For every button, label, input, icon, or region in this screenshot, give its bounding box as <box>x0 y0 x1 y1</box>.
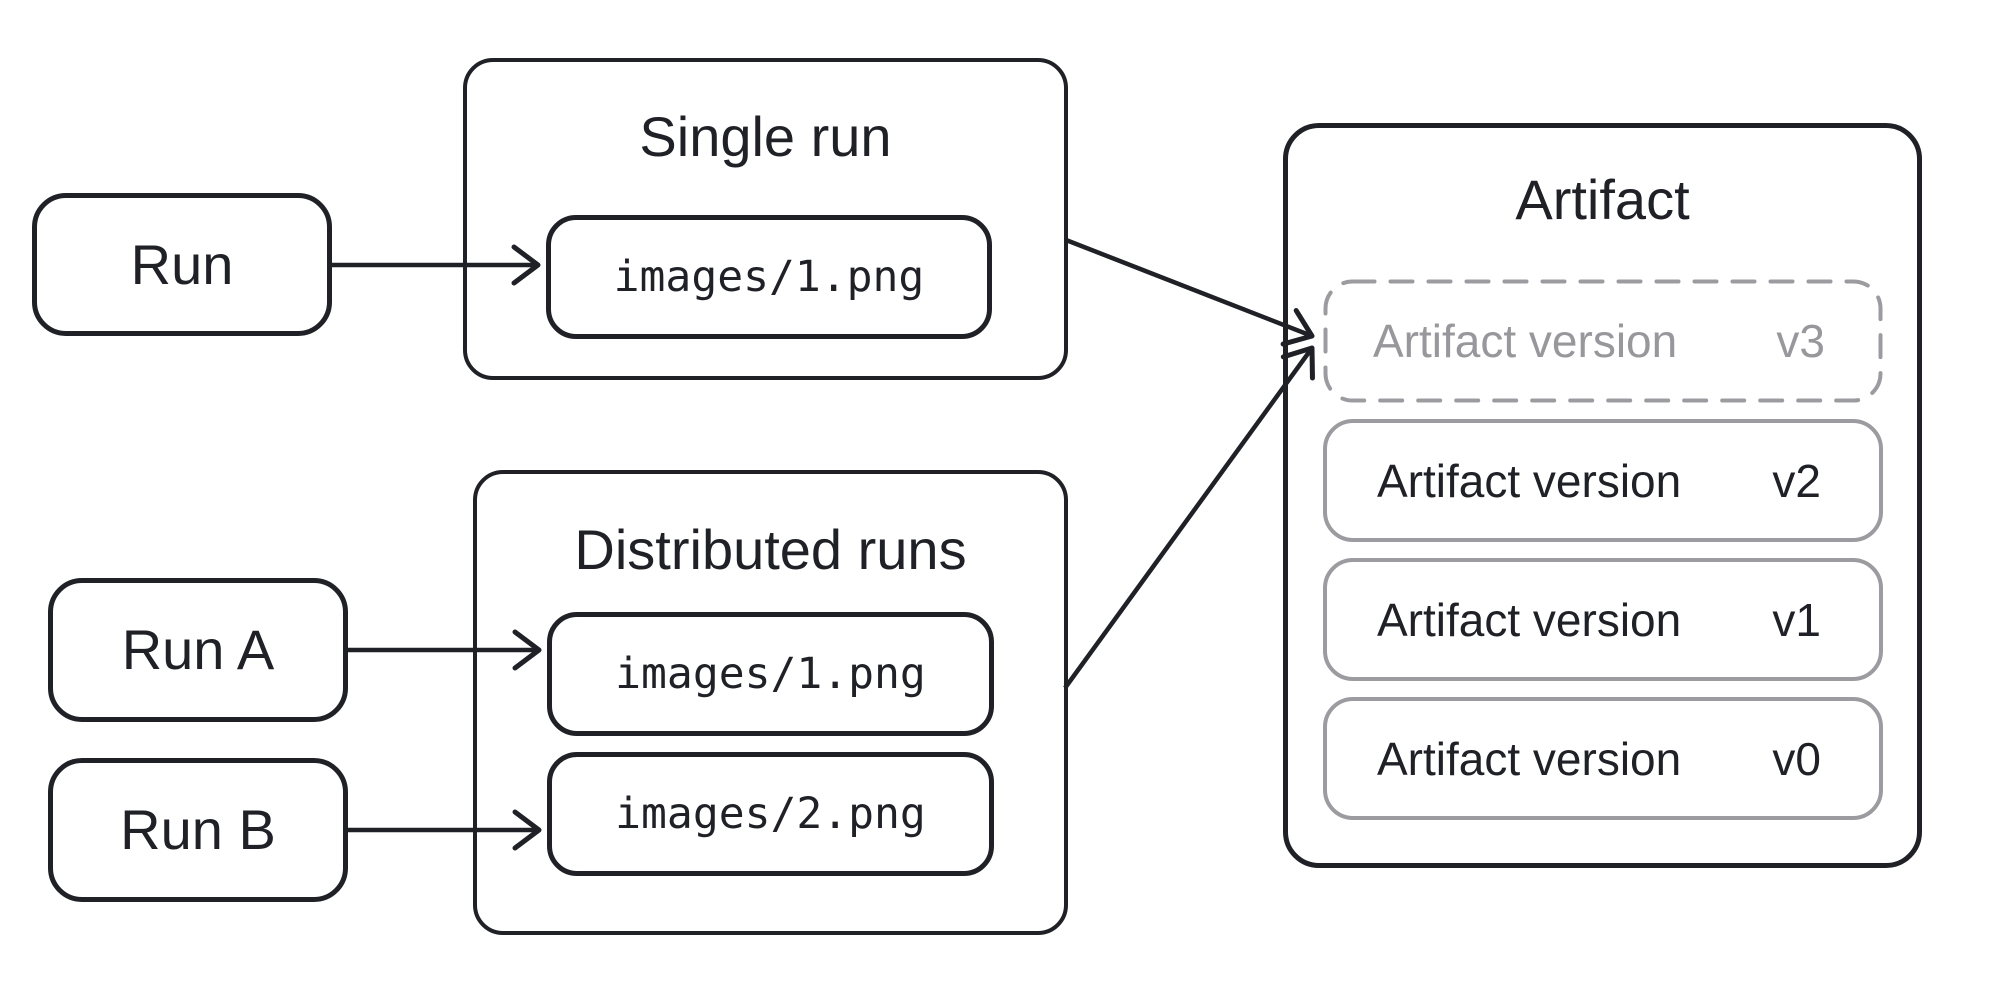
single-run-file-box: images/1.png <box>546 215 992 339</box>
artifact-version-row-pending: Artifact version v3 <box>1323 279 1883 403</box>
run-b-node: Run B <box>48 758 348 902</box>
run-a-node: Run A <box>48 578 348 722</box>
artifact-version-label: Artifact version <box>1377 454 1682 507</box>
artifact-version-row-v1: Artifact version v1 <box>1323 558 1883 681</box>
artifact-version-row-v0: Artifact version v0 <box>1323 697 1883 820</box>
run-node-label: Run <box>130 232 234 296</box>
distributed-file-box-1: images/1.png <box>547 612 994 736</box>
artifact-version-tag: v2 <box>1772 454 1821 507</box>
distributed-runs-group: Distributed runs images/1.png images/2.p… <box>473 470 1068 935</box>
distributed-file-path-1: images/1.png <box>615 648 926 699</box>
distributed-file-box-2: images/2.png <box>547 752 994 876</box>
run-a-node-label: Run A <box>121 618 275 681</box>
single-run-group: Single run images/1.png <box>463 58 1068 380</box>
artifact-group-title: Artifact <box>1515 168 1690 231</box>
artifact-version-tag: v0 <box>1772 732 1821 785</box>
artifact-version-row-v2: Artifact version v2 <box>1323 419 1883 542</box>
artifact-version-tag: v1 <box>1772 593 1821 646</box>
single-run-file-path: images/1.png <box>613 251 925 302</box>
single-run-group-title: Single run <box>639 105 892 168</box>
distributed-file-path-2: images/2.png <box>615 788 926 839</box>
artifact-version-label: Artifact version <box>1377 593 1682 646</box>
arrow-single-run-to-artifact-v3 <box>1065 237 1315 347</box>
run-b-node-label: Run B <box>120 798 276 861</box>
artifact-version-tag: v3 <box>1776 315 1825 367</box>
arrow-distributed-to-artifact-v3 <box>1063 345 1315 690</box>
artifact-group: Artifact Artifact version v3 Artifact ve… <box>1283 123 1922 868</box>
distributed-runs-group-title: Distributed runs <box>574 518 967 581</box>
artifact-version-label: Artifact version <box>1373 315 1678 367</box>
run-node: Run <box>32 193 332 336</box>
artifact-version-label: Artifact version <box>1377 732 1682 785</box>
